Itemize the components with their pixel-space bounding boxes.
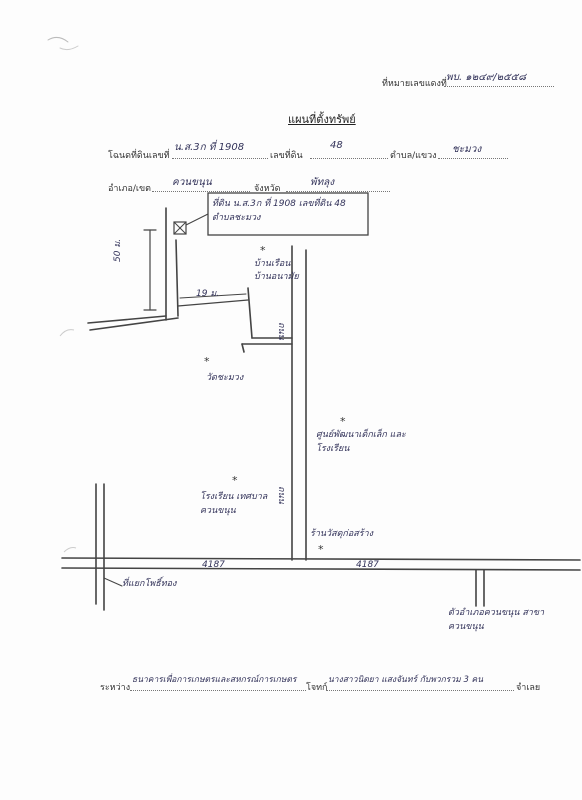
place-label-bottom-right: ตัวอำเภอควนขนุน สาขาควนขนุน xyxy=(448,608,545,632)
dotted-line xyxy=(286,191,390,192)
deed-label: โฉนดที่ดินเลขที่ xyxy=(108,151,170,161)
dotted-line xyxy=(438,158,508,159)
place-marker: * xyxy=(260,244,266,257)
place-label-temple: วัดชะมวง xyxy=(206,373,244,383)
plaintiff-label: โจทก์ xyxy=(306,683,328,693)
pointer-line xyxy=(185,213,209,226)
place-label-health: ศูนย์พัฒนาเด็กเล็ก และโรงเรียน xyxy=(316,430,406,454)
defendant-value: นางสาวนิตยา แสงจันทร์ กับพวกรวม 3 คน xyxy=(328,675,484,685)
place-marker: * xyxy=(232,474,238,487)
place-label-school: โรงเรียน เทศบาลควนขนุน xyxy=(200,492,268,516)
sign-no-value: พบ. ๑๒๔๙/๒๕๕๘ xyxy=(446,72,526,83)
dotted-line xyxy=(326,690,514,691)
fold-mark xyxy=(59,329,75,337)
left-road-line xyxy=(87,315,167,324)
deed-value: น.ส.3ก ที่ 1908 xyxy=(174,142,245,153)
place-marker: * xyxy=(204,355,210,368)
province-value: พัทลุง xyxy=(310,177,335,188)
dotted-line xyxy=(310,158,388,159)
distance-horizontal-label: 19 ม. xyxy=(196,289,220,299)
sign-no-label: ที่หมายเลขแดงที่ xyxy=(382,79,447,89)
dotted-line xyxy=(152,191,250,192)
property-marker xyxy=(173,221,187,235)
scribble-mark xyxy=(47,36,69,43)
property-box-text: ที่ดิน น.ส.3ก ที่ 1908 เลขที่ดิน 48 ตำบล… xyxy=(212,199,346,223)
province-label: จังหวัด xyxy=(254,184,281,194)
left-road-line xyxy=(89,317,179,331)
place-marker: * xyxy=(340,415,346,428)
place-label-top: บ้านเรือน บ้านอนามัย xyxy=(254,259,299,282)
pointer-line xyxy=(103,577,123,587)
dotted-line xyxy=(444,86,554,87)
place-marker: * xyxy=(318,543,324,556)
distance-marker xyxy=(179,293,247,299)
page-title: แผนที่ตั้งทรัพย์ xyxy=(288,113,356,126)
boundary-line xyxy=(177,299,249,307)
district-value: ควนขนุน xyxy=(172,177,212,188)
side-road-line xyxy=(175,239,179,317)
land-no-value: 48 xyxy=(330,140,343,151)
fold-mark xyxy=(63,547,77,553)
place-label-shop: ร้านวัสดุก่อสร้าง xyxy=(310,529,374,539)
subdistrict-label: ตำบล/แขวง xyxy=(390,151,437,161)
land-no-label: เลขที่ดิน xyxy=(270,151,303,161)
bottom-road-line xyxy=(61,567,581,571)
dotted-line xyxy=(130,690,306,691)
defendant-label: จำเลย xyxy=(516,683,541,693)
plaintiff-value: ธนาคารเพื่อการเกษตรและสหกรณ์การเกษตร xyxy=(132,675,297,685)
dotted-line xyxy=(172,158,268,159)
scribble-mark xyxy=(59,45,79,51)
place-label-bottom-left: ที่แยกโพธิ์ทอง xyxy=(122,579,177,589)
lane-line xyxy=(241,343,245,353)
district-label: อำเภอ/เขต xyxy=(108,184,151,194)
subdistrict-value: ชะมวง xyxy=(452,144,482,155)
lane-line xyxy=(247,287,253,339)
distance-vertical-label: 50 ม. xyxy=(113,238,123,262)
road-number-right: 4187 xyxy=(356,560,379,570)
road-number-left: 4187 xyxy=(202,560,225,570)
between-label: ระหว่าง xyxy=(100,683,131,693)
property-marker xyxy=(173,221,187,235)
bottom-road-line xyxy=(61,557,581,561)
road-label-vertical-top: ถนน xyxy=(276,322,286,340)
